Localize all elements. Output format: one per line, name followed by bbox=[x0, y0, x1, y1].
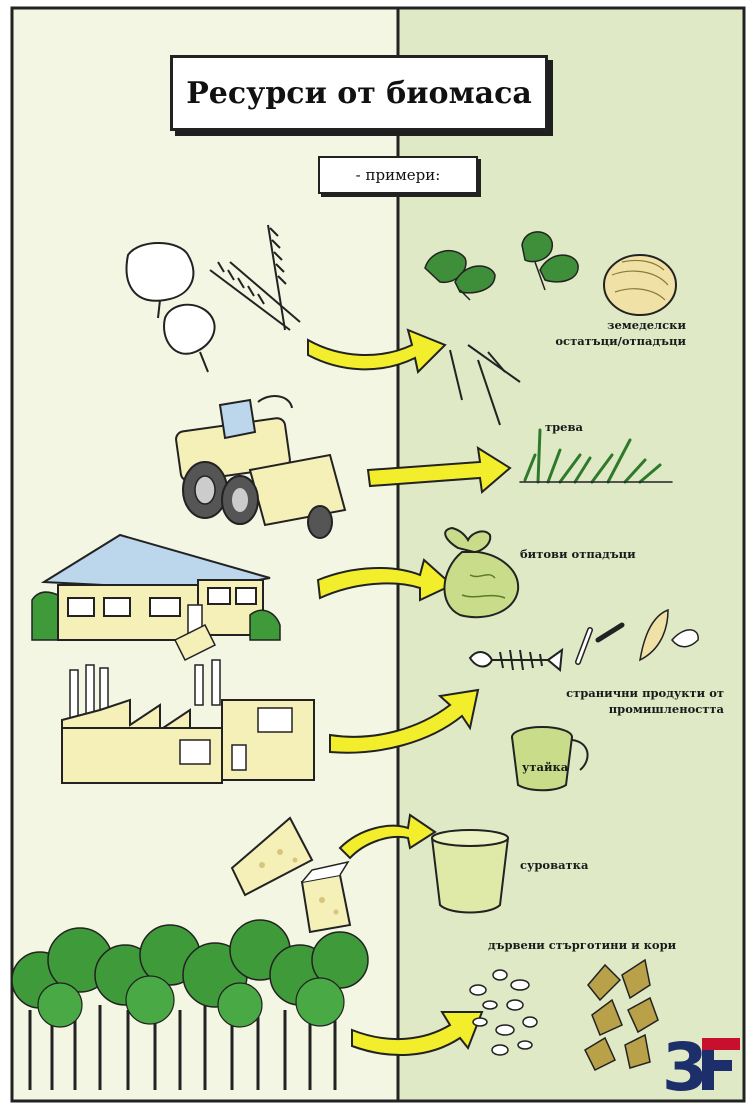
label-industry-line1: странични продукти от bbox=[510, 686, 724, 702]
title-box: Ресурси от биомаса bbox=[170, 55, 548, 131]
logo-text: 3 bbox=[662, 1032, 708, 1098]
label-agri: земеделски остатъци/отпадъци bbox=[510, 318, 686, 349]
page-title: Ресурси от биомаса bbox=[186, 76, 532, 111]
label-agri-line1: земеделски bbox=[510, 318, 686, 334]
label-household: битови отпадъци bbox=[520, 547, 636, 563]
label-whey: суроватка bbox=[520, 858, 588, 874]
label-sludge: утайка bbox=[522, 760, 568, 776]
label-industry-line2: промишлеността bbox=[510, 702, 724, 718]
label-grass: трева bbox=[545, 420, 583, 436]
label-industry: странични продукти от промишлеността bbox=[510, 686, 724, 717]
logo-3f: 3 bbox=[662, 1032, 744, 1098]
label-agri-line2: остатъци/отпадъци bbox=[510, 334, 686, 350]
subtitle: - примери: bbox=[356, 166, 441, 184]
label-wood: дървени стърготини и кори bbox=[488, 938, 676, 954]
hay-bale-icon bbox=[604, 255, 676, 315]
whey-bucket-icon bbox=[432, 830, 508, 913]
subtitle-box: - примери: bbox=[318, 156, 478, 194]
